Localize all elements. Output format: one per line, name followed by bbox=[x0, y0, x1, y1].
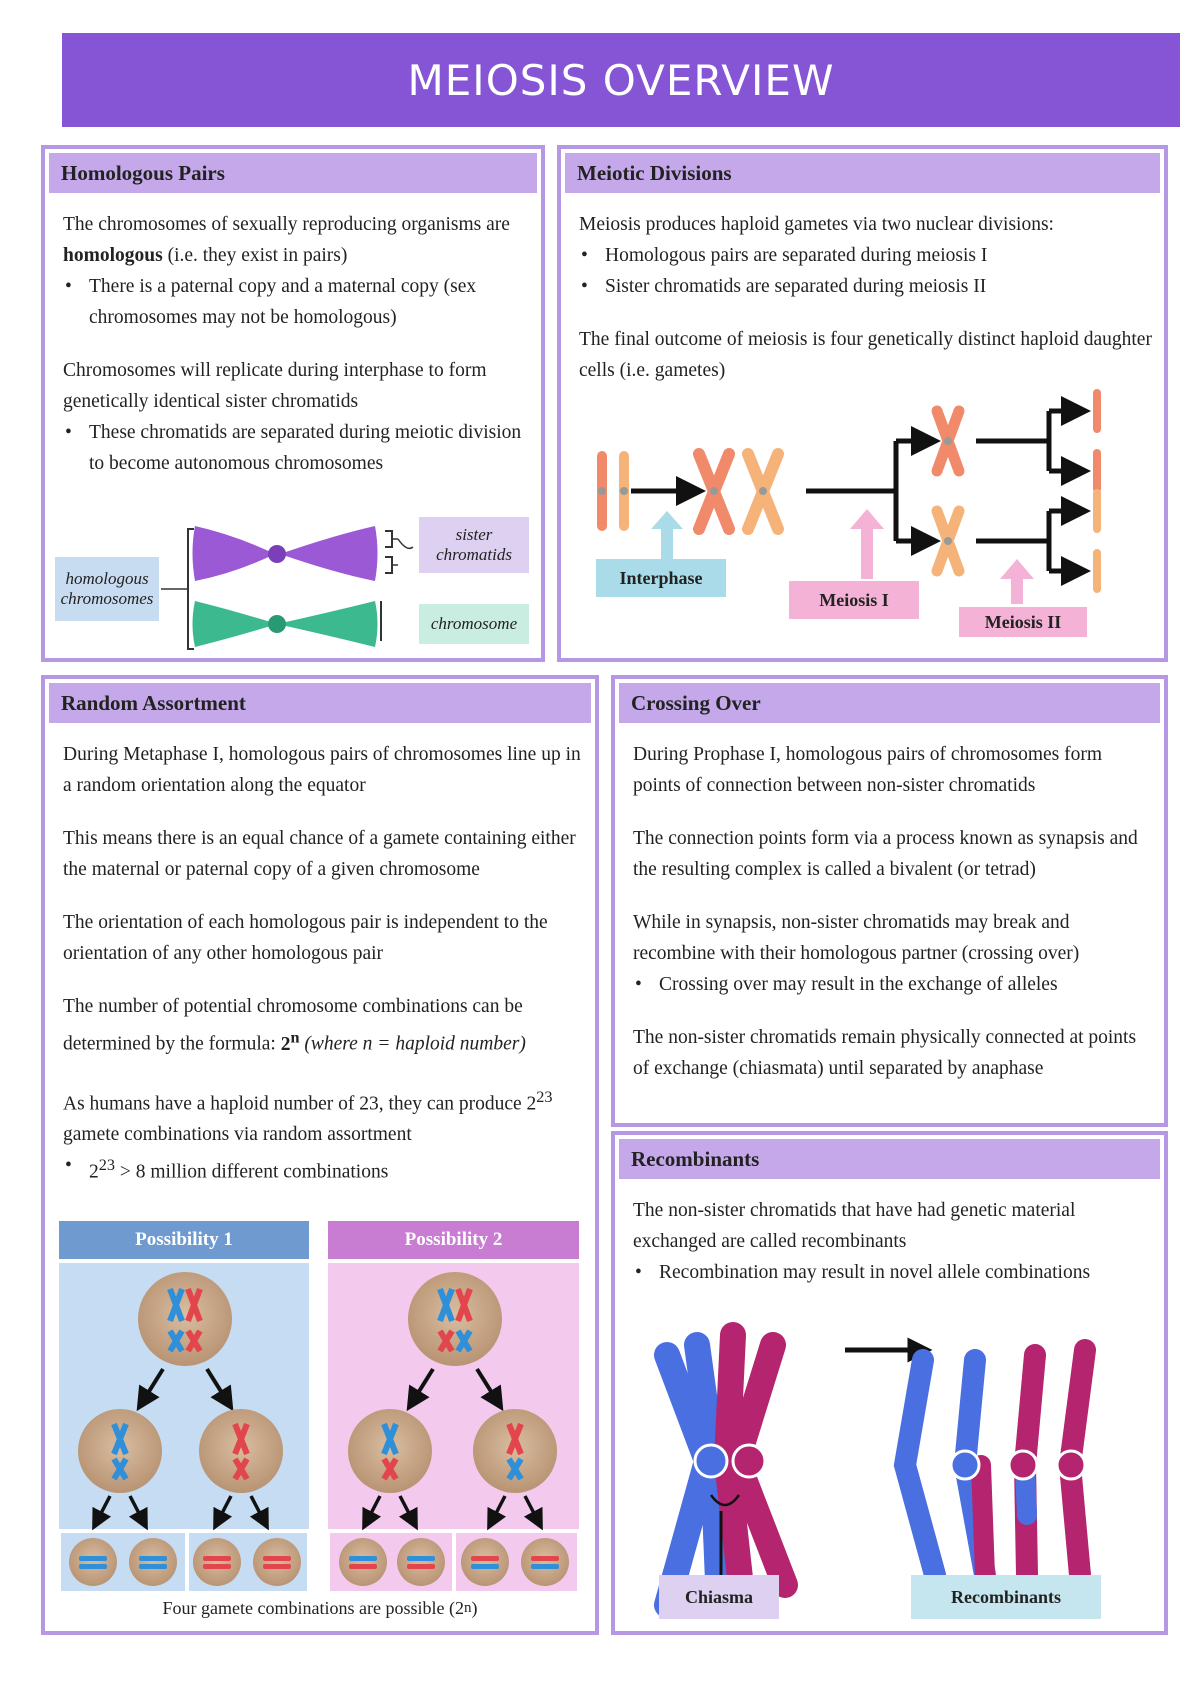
interphase-chromosomes bbox=[597, 451, 629, 531]
list-item: Sister chromatids are separated during m… bbox=[579, 271, 1152, 302]
paragraph: During Prophase I, homologous pairs of c… bbox=[633, 744, 1103, 796]
diagram-caption: Four gamete combinations are possible (2… bbox=[162, 1598, 478, 1618]
list-item: Crossing over may result in the exchange… bbox=[633, 969, 1152, 1000]
label-chromosome: chromosome bbox=[419, 604, 529, 644]
panel-random-assortment: Random Assortment During Metaphase I, ho… bbox=[41, 675, 599, 1635]
possibility-1-header: Possibility 1 bbox=[59, 1221, 309, 1259]
panel-body: During Metaphase I, homologous pairs of … bbox=[63, 739, 583, 1188]
paragraph: This means there is an equal chance of a… bbox=[63, 828, 576, 880]
panel-heading: Homologous Pairs bbox=[49, 153, 537, 193]
paragraph: The chromosomes of sexually reproducing … bbox=[63, 214, 510, 266]
label-interphase: Interphase bbox=[596, 559, 726, 597]
panel-body: The non-sister chromatids that have had … bbox=[633, 1195, 1152, 1288]
formula-note: (where n = haploid number) bbox=[304, 1033, 526, 1055]
p2-parent-cell bbox=[408, 1272, 502, 1366]
list-item: 223 > 8 million different combinations bbox=[63, 1150, 583, 1188]
panel-recombinants: Recombinants The non-sister chromatids t… bbox=[611, 1131, 1168, 1635]
paragraph: The orientation of each homologous pair … bbox=[63, 912, 548, 964]
list-item: These chromatids are separated during me… bbox=[63, 417, 529, 479]
page-title: MEIOSIS OVERVIEW bbox=[407, 55, 835, 105]
bullet-list: These chromatids are separated during me… bbox=[63, 417, 529, 479]
p2-daughter-cell-right bbox=[473, 1409, 557, 1493]
p1-parent-cell bbox=[138, 1272, 232, 1366]
paragraph: The connection points form via a process… bbox=[633, 828, 1138, 880]
p2-gametes bbox=[339, 1538, 569, 1586]
panel-body: Meiosis produces haploid gametes via two… bbox=[579, 209, 1152, 408]
bold-term: homologous bbox=[63, 245, 163, 266]
bullet-list: Crossing over may result in the exchange… bbox=[633, 969, 1152, 1000]
recombinants-diagram bbox=[654, 1322, 1096, 1618]
label-recombinants: Recombinants bbox=[911, 1575, 1101, 1619]
paragraph: The final outcome of meiosis is four gen… bbox=[579, 329, 1152, 381]
panel-homologous-pairs: Homologous Pairs The chromosomes of sexu… bbox=[41, 145, 545, 662]
panel-heading: Crossing Over bbox=[619, 683, 1160, 723]
label-chiasma: Chiasma bbox=[659, 1575, 779, 1619]
label-homologous-chromosomes: homologous chromosomes bbox=[55, 557, 159, 621]
panel-crossing-over: Crossing Over During Prophase I, homolog… bbox=[611, 675, 1168, 1127]
panel-heading: Meiotic Divisions bbox=[565, 153, 1160, 193]
gamete-chromosomes bbox=[1093, 389, 1101, 593]
paragraph: Chromosomes will replicate during interp… bbox=[63, 360, 487, 412]
paragraph: During Metaphase I, homologous pairs of … bbox=[63, 744, 581, 796]
bullet-list: Recombination may result in novel allele… bbox=[633, 1257, 1152, 1288]
bullet-list: Homologous pairs are separated during me… bbox=[579, 240, 1152, 302]
list-item: There is a paternal copy and a maternal … bbox=[63, 271, 529, 333]
label-meiosis-2: Meiosis II bbox=[959, 607, 1087, 637]
panel-meiotic-divisions: Meiotic Divisions Meiosis produces haplo… bbox=[557, 145, 1168, 662]
page-title-banner: MEIOSIS OVERVIEW bbox=[62, 33, 1180, 127]
list-item: Homologous pairs are separated during me… bbox=[579, 240, 1152, 271]
panel-heading: Random Assortment bbox=[49, 683, 591, 723]
purple-chromosome bbox=[192, 526, 378, 581]
random-assortment-diagram bbox=[57, 1263, 581, 1595]
panel-body: The chromosomes of sexually reproducing … bbox=[63, 209, 529, 479]
bullet-list: There is a paternal copy and a maternal … bbox=[63, 271, 529, 333]
duplicated-chromosomes bbox=[693, 448, 784, 535]
paragraph: As humans have a haploid number of 23, t… bbox=[63, 1087, 553, 1146]
list-item: Recombination may result in novel allele… bbox=[633, 1257, 1152, 1288]
p1-gametes bbox=[69, 1538, 301, 1586]
paragraph: The non-sister chromatids remain physica… bbox=[633, 1027, 1137, 1079]
meiosis-flow-diagram bbox=[597, 389, 1101, 604]
label-sister-chromatids: sister chromatids bbox=[419, 517, 529, 573]
paragraph: The number of potential chromosome combi… bbox=[63, 996, 526, 1055]
homologous-chromosomes-diagram bbox=[161, 526, 414, 650]
p1-daughter-cell-right bbox=[199, 1409, 283, 1493]
meiosis1-cells bbox=[931, 405, 965, 577]
p2-daughter-cell-left bbox=[348, 1409, 432, 1493]
formula: 2n bbox=[280, 1028, 300, 1055]
panel-body: During Prophase I, homologous pairs of c… bbox=[633, 739, 1152, 1106]
panel-heading: Recombinants bbox=[619, 1139, 1160, 1179]
paragraph: The non-sister chromatids that have had … bbox=[633, 1200, 1076, 1252]
paragraph: Meiosis produces haploid gametes via two… bbox=[579, 214, 1054, 235]
green-chromosome bbox=[192, 601, 378, 647]
bullet-list: 223 > 8 million different combinations bbox=[63, 1150, 583, 1188]
possibility-2-header: Possibility 2 bbox=[328, 1221, 579, 1259]
paragraph: While in synapsis, non-sister chromatids… bbox=[633, 912, 1080, 964]
label-meiosis-1: Meiosis I bbox=[789, 581, 919, 619]
p1-daughter-cell-left bbox=[78, 1409, 162, 1493]
